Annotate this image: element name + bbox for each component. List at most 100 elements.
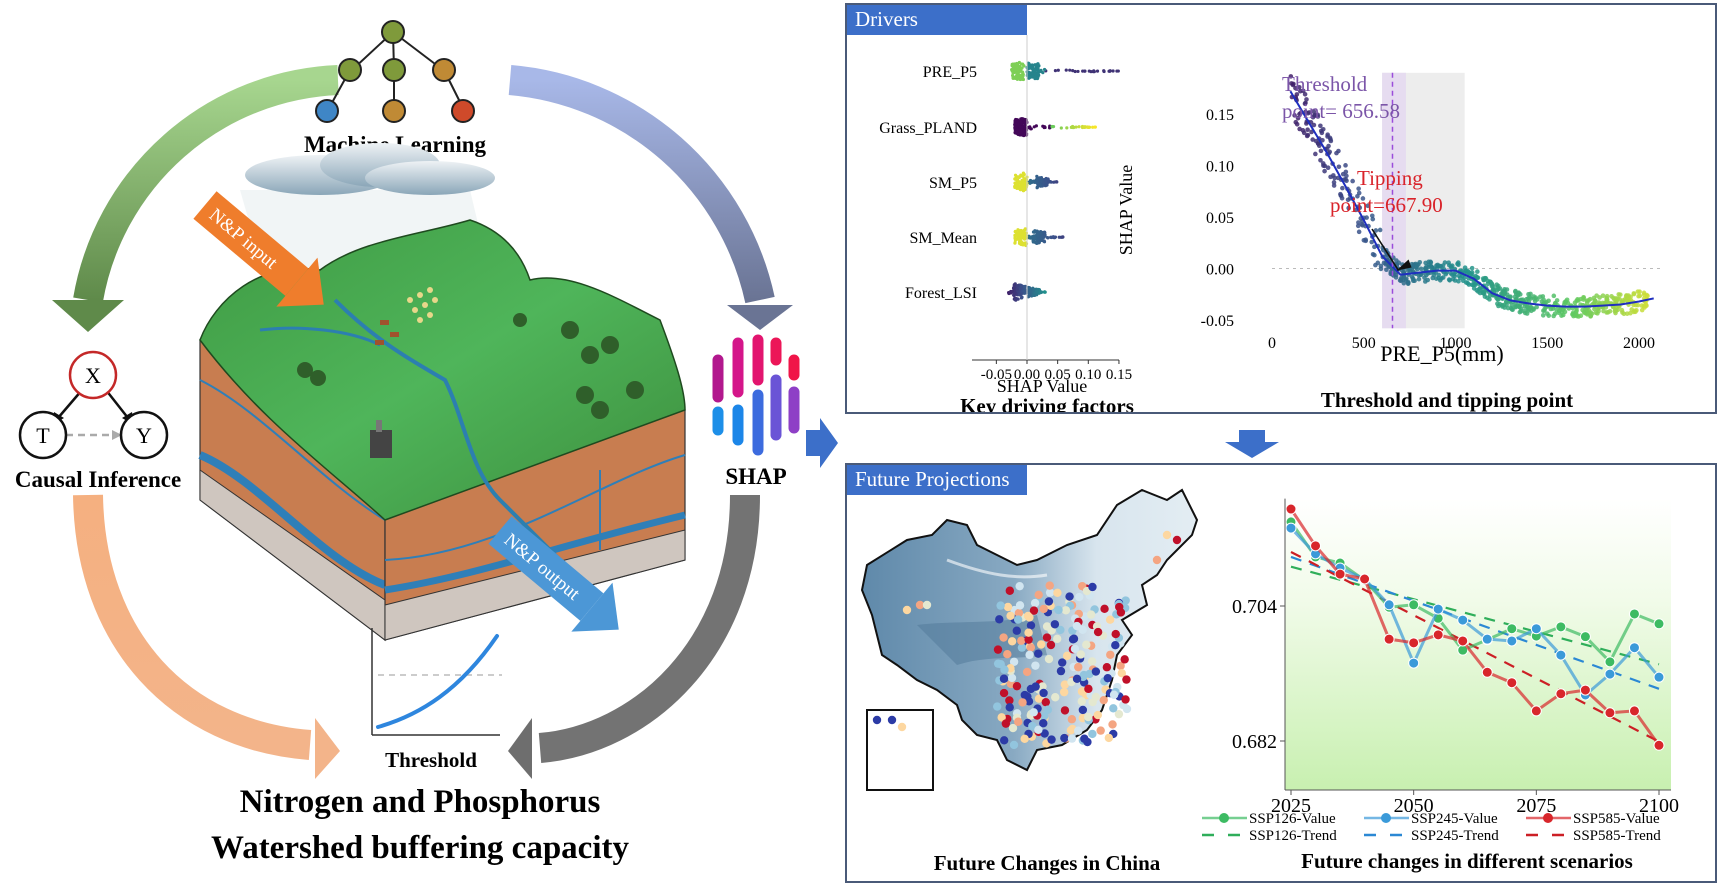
map-dot: [1012, 626, 1021, 635]
beeswarm-point: [1077, 125, 1081, 129]
map-dot: [1067, 734, 1077, 743]
dependence-point: [1588, 313, 1594, 319]
map-dot: [1111, 641, 1120, 650]
map-dot: [1054, 605, 1063, 615]
series-point: [1285, 522, 1297, 534]
map-dot: [1065, 592, 1074, 601]
dependence-point: [1641, 292, 1647, 297]
map-dot: [1009, 740, 1019, 750]
map-dot: [1024, 635, 1033, 644]
map-dot: [1050, 620, 1060, 629]
map-dot: [993, 659, 1003, 668]
map-dot: [1108, 720, 1117, 729]
dependence-point: [1448, 271, 1454, 276]
map-dot: [1007, 673, 1017, 683]
beeswarm-point: [1115, 69, 1119, 73]
x-tick-label: 2100: [1639, 795, 1679, 817]
beeswarm-point: [1036, 72, 1040, 76]
dependence-point: [1422, 275, 1427, 280]
beeswarm-point: [1011, 71, 1015, 75]
map-dot: [1000, 665, 1009, 674]
map-dot: [1152, 555, 1162, 565]
map-dot: [1074, 726, 1083, 735]
dependence-point: [1541, 297, 1546, 302]
dependence-point: [1302, 101, 1308, 107]
map-dot: [1172, 535, 1182, 545]
map-dot: [1121, 695, 1130, 704]
dependence-point: [1631, 309, 1637, 315]
map-dot: [1062, 651, 1072, 661]
map-dot: [1068, 635, 1078, 644]
map-dot: [1046, 640, 1056, 650]
dependence-point: [1360, 223, 1365, 228]
map-dot: [1075, 592, 1084, 602]
map-dot: [1056, 666, 1066, 676]
dependence-point: [1336, 164, 1342, 170]
series-point: [1653, 739, 1665, 751]
map-dot: [1017, 643, 1027, 652]
dependence-point: [1593, 310, 1599, 315]
drivers-tag: Drivers: [847, 5, 1027, 35]
beeswarm-point: [1018, 125, 1022, 129]
dependence-point: [1311, 122, 1317, 128]
map-dot: [1013, 615, 1023, 624]
map-dot: [1070, 644, 1080, 654]
beeswarm-point: [1014, 122, 1018, 126]
beeswarm-point: [1082, 125, 1087, 129]
series-point: [1310, 540, 1322, 552]
beeswarm-point: [1030, 235, 1034, 239]
map-dot: [1017, 636, 1026, 645]
beeswarm-point: [1033, 72, 1037, 76]
map-dot: [1003, 650, 1012, 659]
series-point: [1555, 621, 1567, 633]
dependence-point: [1372, 252, 1377, 258]
legend-marker: [1219, 813, 1229, 823]
dependence-xtick-label: 2000: [1623, 335, 1655, 352]
beeswarm-point: [1038, 291, 1043, 295]
beeswarm-point: [1046, 236, 1050, 240]
map-dot: [1018, 698, 1027, 707]
trend-line: [1289, 90, 1654, 308]
trend-line: [1290, 551, 1660, 743]
map-dot: [1122, 704, 1132, 714]
beeswarm-point: [1037, 240, 1041, 245]
beeswarm-point: [1061, 235, 1065, 239]
threshold-label: Threshold: [385, 748, 477, 772]
beeswarm-point: [1013, 229, 1018, 233]
causal-dag-icon: X T Y: [18, 350, 169, 460]
map-dot: [1009, 657, 1019, 666]
dependence-point: [1386, 264, 1391, 270]
map-dot: [902, 605, 912, 615]
dependence-point: [1401, 280, 1407, 286]
beeswarm-point: [1022, 285, 1027, 289]
series-point: [1408, 637, 1420, 649]
map-dot: [1020, 734, 1029, 744]
dependence-point: [1496, 297, 1501, 302]
beeswarm-point: [1035, 174, 1039, 178]
beeswarm-point: [1046, 178, 1050, 182]
beeswarm-point: [1023, 120, 1027, 124]
dependence-point: [1456, 260, 1461, 265]
map-dot: [999, 688, 1009, 698]
map-dot: [1060, 733, 1069, 743]
dependence-point: [1487, 297, 1492, 302]
dependence-point: [1620, 310, 1625, 315]
dependence-point: [1332, 175, 1337, 181]
series-point: [1359, 573, 1371, 585]
dependence-point: [1502, 290, 1508, 296]
node-t-label: T: [36, 423, 50, 448]
dependence-point: [1637, 293, 1643, 299]
series-line: [1289, 508, 1661, 747]
dependence-point: [1571, 310, 1576, 315]
dependence-point: [1294, 92, 1300, 97]
dependence-point: [1574, 308, 1579, 313]
series-point: [1506, 623, 1518, 635]
beeswarm-point: [1039, 69, 1043, 74]
beeswarm-point: [1089, 70, 1093, 74]
dependence-point: [1513, 289, 1518, 295]
feature-label: Forest_LSI: [905, 285, 977, 302]
beeswarm-point: [1016, 75, 1021, 80]
map-dot: [999, 674, 1009, 683]
beeswarm-point: [1015, 182, 1020, 186]
